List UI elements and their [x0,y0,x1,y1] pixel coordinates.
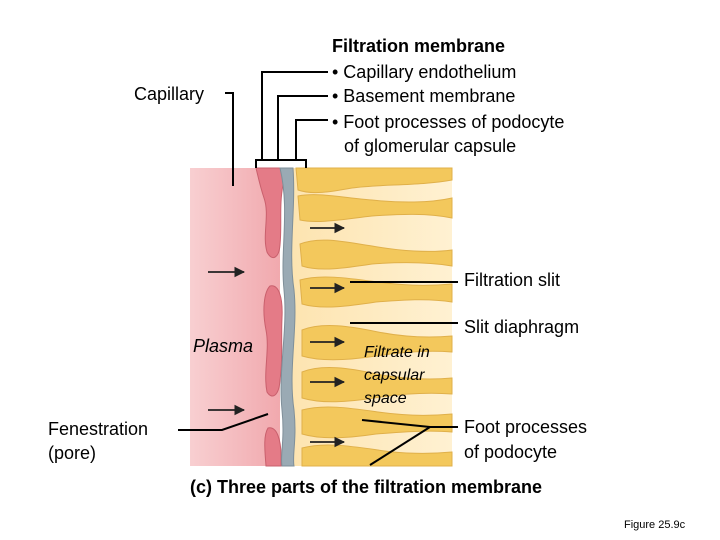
plasma-label: Plasma [193,336,254,356]
foot-processes-label-line: of podocyte [464,442,558,462]
fenestration-label-line: Fenestration [48,419,149,439]
figure-caption: (c) Three parts of the filtration membra… [190,477,543,497]
filtrate-label-line: Filtrate in [364,344,430,361]
capillary-endothelium [255,167,285,467]
foot-processes-label-line: Foot processes [464,417,588,437]
capillary-label: Capillary [134,84,205,104]
filtration-membrane-item: • Foot processes of podocyte [332,112,565,132]
figure-number: Figure 25.9c [624,519,686,531]
flow-arrows [208,222,346,448]
filtration-membrane-item: of glomerular capsule [344,136,517,156]
slit-diaphragm-label: Slit diaphragm [464,317,580,337]
filtration-membrane-item: • Capillary endothelium [332,62,517,82]
fenestration-label-line: (pore) [48,443,97,463]
leader-lines [178,71,458,466]
filtration-membrane-item: • Basement membrane [332,86,516,106]
basement-membrane [279,167,296,467]
filtration-membrane-title: Filtration membrane [332,36,506,56]
filtrate-label-line: capsular [364,367,425,384]
filtration-slit-label: Filtration slit [464,270,561,290]
filtrate-label-line: space [364,390,407,407]
